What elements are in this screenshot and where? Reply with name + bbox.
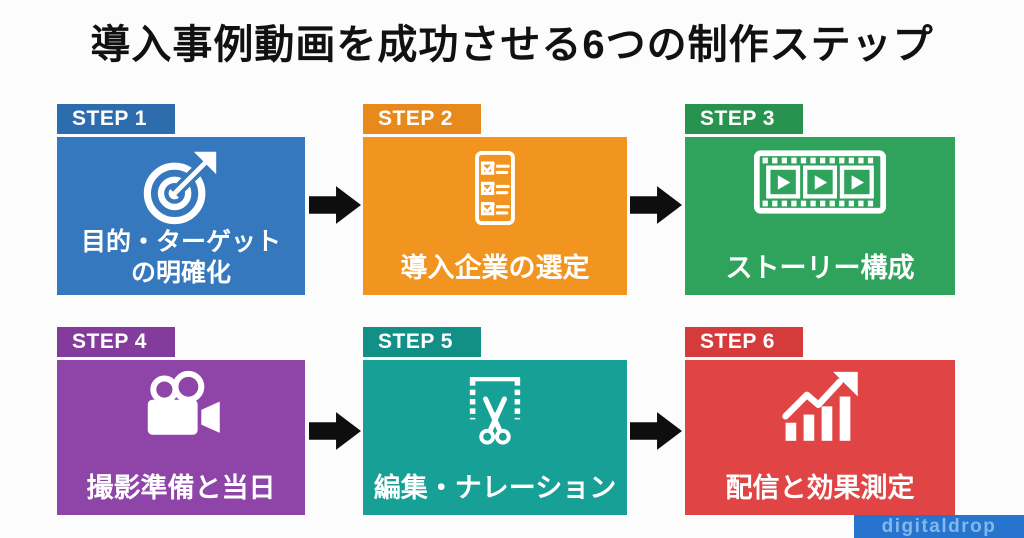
target-arrow-icon <box>141 147 221 227</box>
step-card-1: STEP 1 目的・ターゲット の明確化 <box>57 104 305 295</box>
step-box: 撮影準備と当日 <box>57 360 305 515</box>
checklist-icon <box>456 147 534 229</box>
step-label: 導入企業の選定 <box>400 253 590 284</box>
step-label: ストーリー構成 <box>725 253 915 284</box>
step-card-5: STEP 5 編集・ナレーション <box>363 327 627 515</box>
step-box: 編集・ナレーション <box>363 360 627 515</box>
flow-arrow-right-icon <box>630 412 682 450</box>
step-card-3: STEP 3 ストーリー構成 <box>685 104 955 295</box>
flow-arrow-right-icon <box>309 412 361 450</box>
step-label: 目的・ターゲット の明確化 <box>80 228 281 287</box>
step-tab: STEP 6 <box>685 327 803 357</box>
filmstrip-icon <box>753 147 887 217</box>
step-box: 配信と効果測定 <box>685 360 955 515</box>
step-box: 導入企業の選定 <box>363 137 627 295</box>
step-label: 撮影準備と当日 <box>86 473 276 504</box>
step-label: 配信と効果測定 <box>725 473 915 504</box>
step-box: 目的・ターゲット の明確化 <box>57 137 305 295</box>
watermark-logo: digitaldrop <box>854 515 1024 538</box>
step-card-2: STEP 2 導入企 <box>363 104 627 295</box>
step-tab: STEP 4 <box>57 327 175 357</box>
step-tab: STEP 5 <box>363 327 481 357</box>
step-label: 編集・ナレーション <box>373 473 617 504</box>
video-camera-icon <box>133 370 229 446</box>
flow-arrow-right-icon <box>309 186 361 224</box>
step-tab: STEP 3 <box>685 104 803 134</box>
step-card-4: STEP 4 撮影準備と当日 <box>57 327 305 515</box>
step-box: ストーリー構成 <box>685 137 955 295</box>
step-card-6: STEP 6 配信と効果測定 <box>685 327 955 515</box>
growth-chart-icon <box>779 370 861 446</box>
step-tab: STEP 2 <box>363 104 481 134</box>
film-scissors-icon <box>451 370 539 450</box>
page-title: 導入事例動画を成功させる6つの制作ステップ <box>90 23 934 67</box>
flow-arrow-right-icon <box>630 186 682 224</box>
step-tab: STEP 1 <box>57 104 175 134</box>
